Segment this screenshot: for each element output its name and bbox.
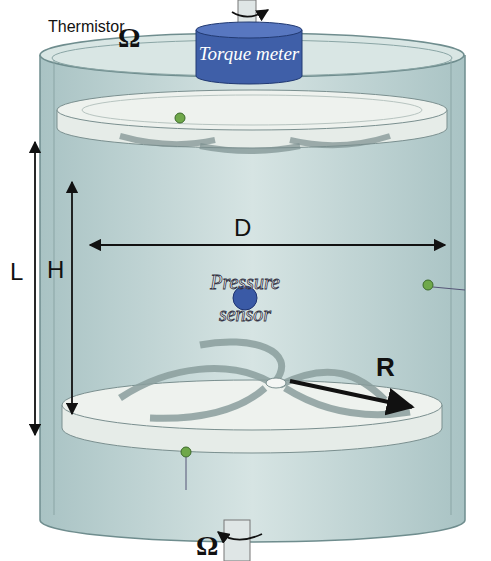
bottom-impeller-disk bbox=[62, 380, 442, 430]
node-label: Pressure sensor bbox=[195, 266, 295, 330]
cylinder-liner bbox=[451, 60, 452, 515]
impeller-blade bbox=[120, 136, 215, 144]
top-impeller-disk bbox=[82, 95, 422, 125]
rotation-label: Ω bbox=[196, 530, 218, 561]
impeller-blade bbox=[200, 342, 282, 382]
impeller-blade bbox=[120, 369, 270, 398]
cylinder-liner bbox=[54, 60, 55, 515]
impeller-blades bbox=[120, 342, 410, 418]
dimension-label: H bbox=[47, 256, 64, 284]
dimension-arrow bbox=[34, 142, 36, 435]
dimension-arrow bbox=[90, 244, 445, 246]
cylinder-top bbox=[196, 22, 302, 38]
dimension-label: R bbox=[376, 352, 395, 383]
sensor-wire bbox=[433, 287, 465, 290]
impeller-blade bbox=[290, 136, 390, 145]
glass-cylinder bbox=[40, 55, 465, 542]
dimension-arrow bbox=[71, 182, 73, 414]
sensor-wire bbox=[186, 457, 187, 490]
thermistor-probe bbox=[423, 280, 433, 290]
rotation-arrow bbox=[232, 10, 268, 17]
rotation-arrow bbox=[218, 532, 262, 540]
node-label: Torque meter bbox=[199, 44, 299, 63]
radius-arrow bbox=[290, 381, 412, 407]
dimension-label: D bbox=[234, 214, 251, 242]
impeller-blades bbox=[120, 136, 390, 151]
torque-meter: Torque meter bbox=[195, 22, 303, 84]
impeller-blade bbox=[200, 146, 300, 151]
thermistor-probe bbox=[181, 447, 191, 457]
impeller-blade bbox=[150, 388, 265, 418]
top-impeller-disk bbox=[57, 90, 447, 130]
dimension-label: L bbox=[10, 258, 23, 286]
thermistor-probe bbox=[175, 113, 185, 123]
shaft bbox=[224, 520, 250, 561]
pressure-sensor: Pressure sensor bbox=[185, 262, 305, 334]
sensor-label: Thermistor bbox=[48, 18, 124, 36]
impeller-hub bbox=[266, 378, 286, 388]
